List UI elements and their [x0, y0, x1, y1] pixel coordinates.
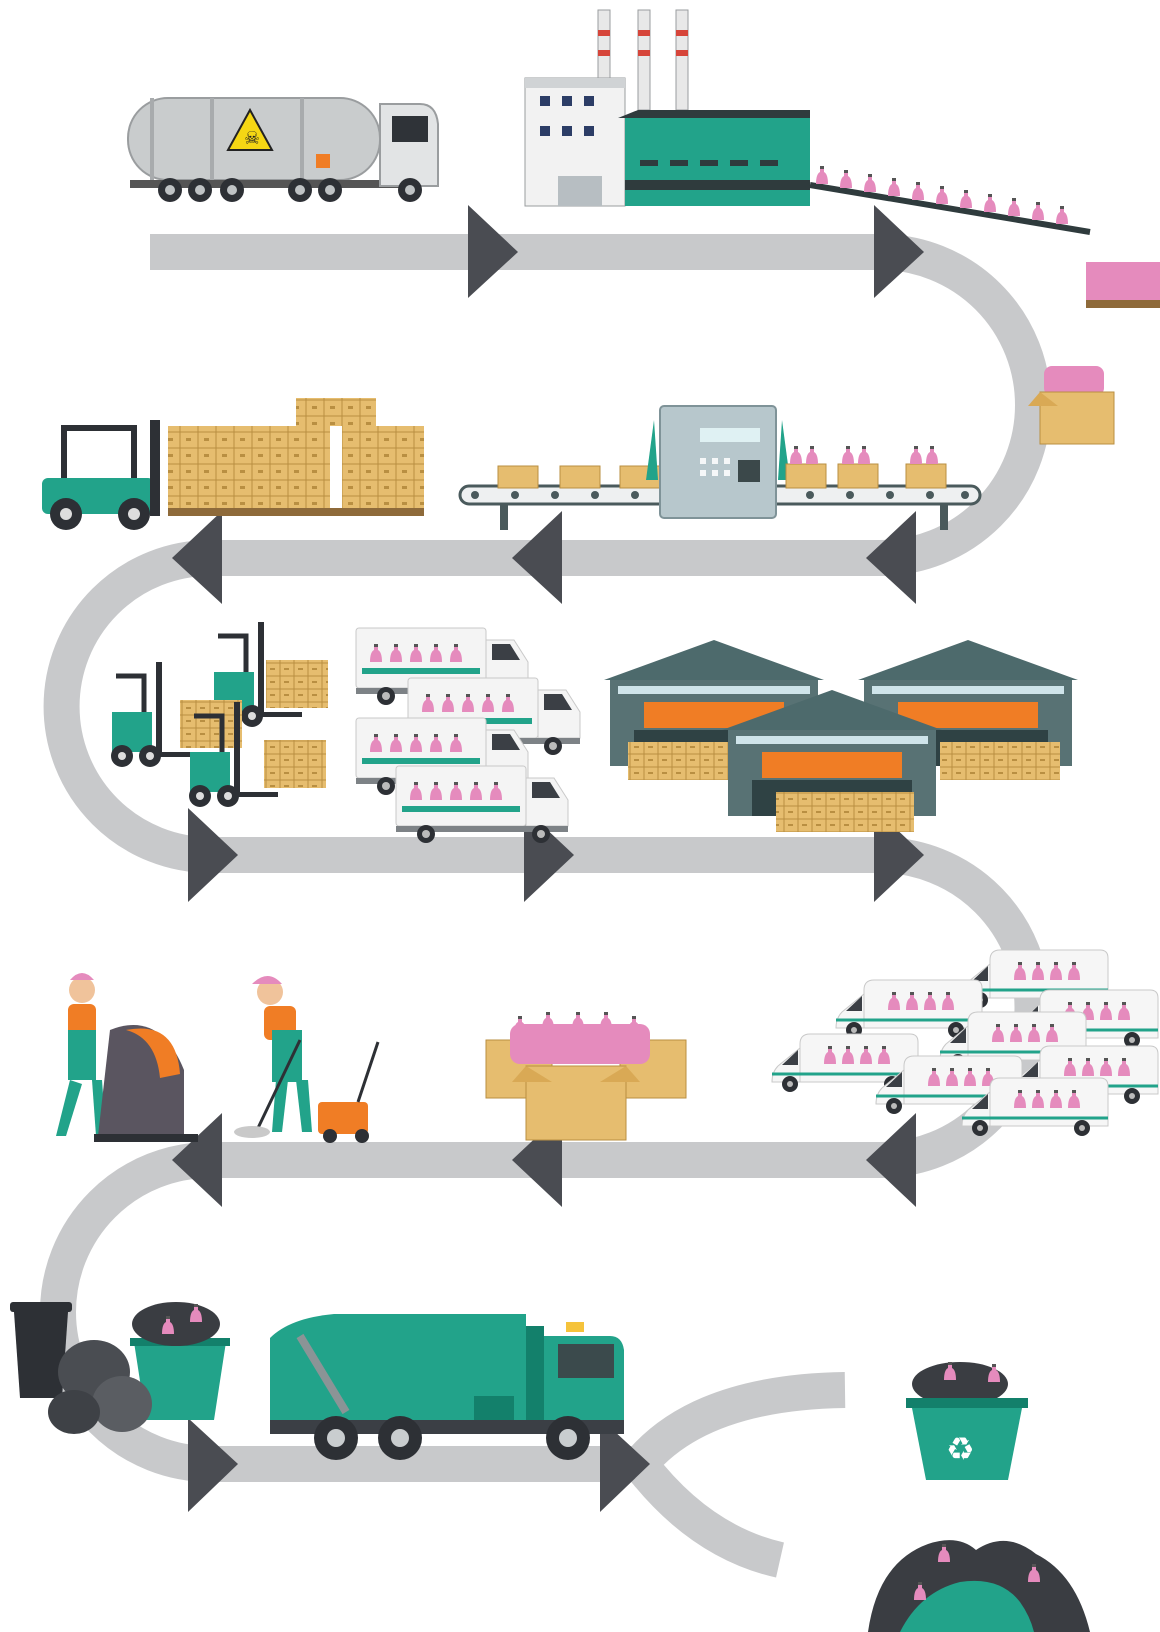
recycling-bin-icon: ♻ — [906, 1362, 1028, 1480]
arrow-right-icon — [600, 1418, 650, 1512]
arrow-right-icon — [188, 808, 238, 902]
tanker-truck-icon: ☠ — [127, 97, 439, 202]
recycle-symbol-icon: ♻ — [946, 1430, 975, 1468]
product-boxes-icon — [485, 1012, 687, 1141]
arrow-left-icon — [866, 1113, 916, 1207]
worker-floor-scrubber-icon — [56, 973, 198, 1142]
arrow-right-icon — [468, 205, 518, 298]
packing-machine-icon — [458, 405, 982, 530]
landfill-icon — [868, 1540, 1090, 1632]
warehouses-icon — [604, 640, 1078, 832]
delivery-vans-icon — [772, 950, 1158, 1136]
arrow-right-icon — [874, 205, 924, 298]
bottle-pallet-icon — [1086, 262, 1160, 308]
arrow-left-icon — [172, 511, 222, 604]
open-box-bottles-icon — [1028, 366, 1115, 445]
arrow-right-icon — [188, 1418, 238, 1512]
cleaning-workers-icon — [56, 973, 380, 1143]
arrow-left-icon — [172, 1113, 222, 1207]
arrow-left-icon — [512, 511, 562, 604]
forklift-pallets-icon — [42, 398, 424, 530]
arrow-left-icon — [866, 511, 916, 604]
worker-mopping-icon — [234, 976, 380, 1143]
box-trucks-icon — [356, 628, 580, 843]
garbage-truck-icon — [270, 1314, 624, 1460]
bottle-conveyor-icon — [809, 166, 1160, 308]
hazard-sign-icon — [226, 107, 274, 151]
factory-icon — [524, 9, 810, 207]
forklifts-icon — [111, 622, 328, 807]
trash-bin-bags-icon — [10, 1302, 230, 1434]
svg-text:☠: ☠ — [244, 128, 260, 149]
